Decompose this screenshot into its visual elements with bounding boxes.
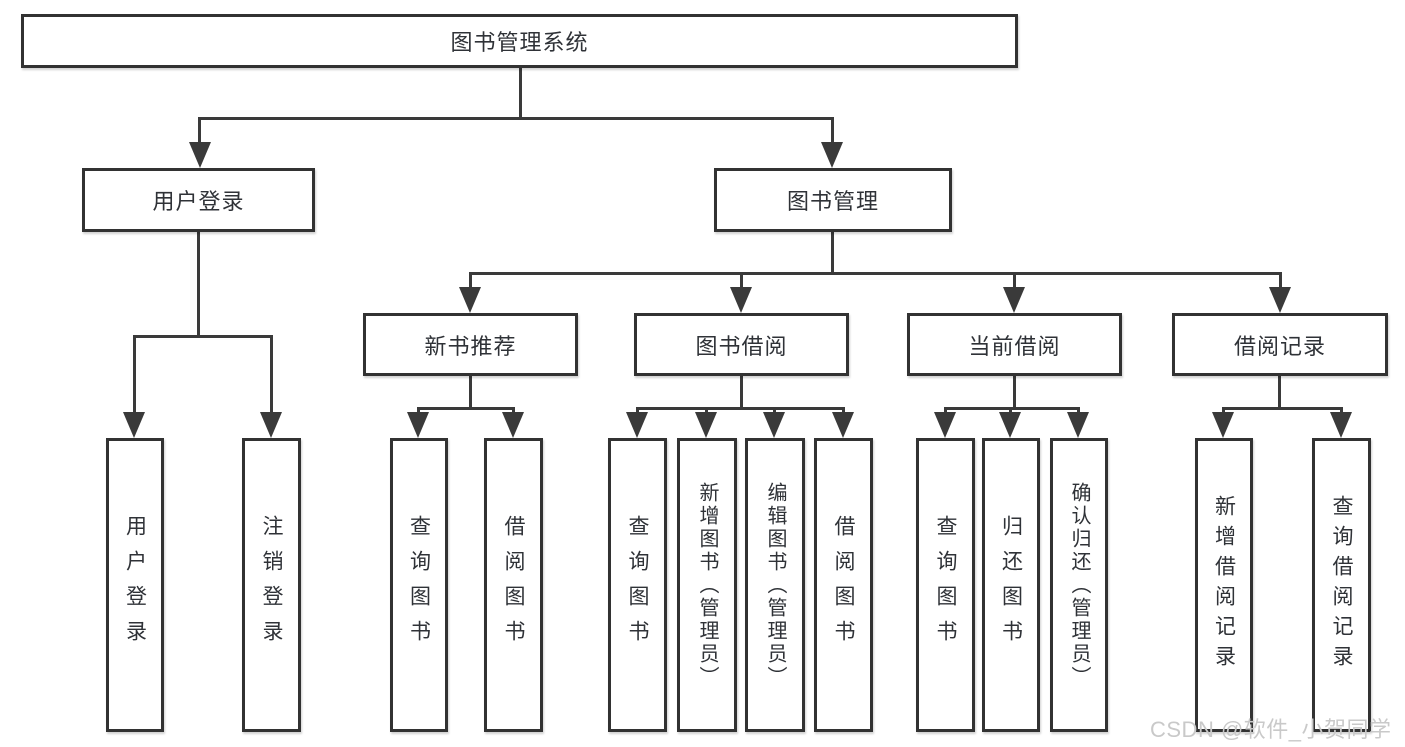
arrow-down-icon [502,412,524,438]
leaf-logout-label: 注销登录 [260,515,283,655]
node-book-borrowing-label: 图书借阅 [695,333,788,359]
connector-line [197,232,200,337]
leaf-edit-book-admin: 编辑图书（管理员） [745,438,805,732]
node-book-borrowing: 图书借阅 [634,313,849,376]
arrow-down-icon [407,412,429,438]
arrow-down-icon [1269,287,1291,313]
connector-line [512,407,515,416]
connector-line [133,335,273,338]
connector-line [417,407,515,410]
leaf-query-books-borrow: 查询图书 [608,438,667,732]
connector-line [469,376,472,409]
connector-line [705,407,708,416]
node-user-login: 用户登录 [82,168,315,232]
leaf-add-book-admin: 新增图书（管理员） [677,438,737,732]
arrow-down-icon [695,412,717,438]
connector-line [1009,407,1012,416]
connector-line [831,232,834,275]
node-new-book-recommendation-label: 新书推荐 [424,333,517,359]
arrow-down-icon [1003,287,1025,313]
arrow-down-icon [763,412,785,438]
connector-line [198,117,201,146]
leaf-edit-book-admin-label: 编辑图书（管理员） [764,481,786,689]
leaf-user-login: 用户登录 [106,438,164,732]
node-borrowing-records: 借阅记录 [1172,313,1388,376]
arrow-down-icon [189,142,211,168]
connector-line [1278,376,1281,409]
leaf-add-book-admin-label: 新增图书（管理员） [696,481,718,689]
node-book-management-label: 图书管理 [786,189,879,214]
leaf-query-books-borrow-label: 查询图书 [626,515,649,655]
node-book-management: 图书管理 [714,168,952,232]
connector-line [831,117,834,146]
connector-line [1340,407,1343,416]
node-current-borrowing-label: 当前借阅 [968,333,1061,359]
leaf-borrow-books-borrow: 借阅图书 [814,438,873,732]
leaf-borrow-books-recommend: 借阅图书 [484,438,543,732]
arrow-down-icon [821,142,843,168]
connector-line [469,272,472,290]
node-borrowing-records-label: 借阅记录 [1233,333,1326,359]
connector-line [1279,272,1282,290]
connector-line [944,407,947,416]
watermark: CSDN @软件_小贺同学 [1150,717,1392,742]
leaf-query-books-current: 查询图书 [916,438,975,732]
leaf-query-borrow-record-label: 查询借阅记录 [1330,495,1353,675]
arrow-down-icon [1212,412,1234,438]
arrow-down-icon [934,412,956,438]
connector-line [519,68,522,120]
node-current-borrowing: 当前借阅 [907,313,1122,376]
node-root-label: 图书管理系统 [450,30,589,55]
connector-line [1222,407,1225,416]
node-root: 图书管理系统 [21,14,1018,68]
connector-line [469,272,1282,275]
connector-line [636,407,639,416]
connector-line [1077,407,1080,416]
leaf-borrow-books-recommend-label: 借阅图书 [502,515,525,655]
connector-line [1222,407,1342,410]
leaf-add-borrow-record-label: 新增借阅记录 [1212,495,1236,675]
node-new-book-recommendation: 新书推荐 [363,313,578,376]
leaf-query-books-recommend-label: 查询图书 [407,515,431,655]
leaf-query-borrow-record: 查询借阅记录 [1312,438,1371,732]
connector-line [1013,376,1016,409]
connector-line [636,407,844,410]
arrow-down-icon [1067,412,1089,438]
leaf-confirm-return-admin: 确认归还（管理员） [1050,438,1108,732]
leaf-logout: 注销登录 [242,438,301,732]
arrow-down-icon [459,287,481,313]
node-user-login-label: 用户登录 [152,189,245,214]
connector-line [1013,272,1016,290]
leaf-user-login-label: 用户登录 [123,515,147,655]
leaf-confirm-return-admin-label: 确认归还（管理员） [1068,481,1090,689]
connector-line [199,117,833,120]
arrow-down-icon [260,412,282,438]
arrow-down-icon [832,412,854,438]
connector-line [740,272,743,290]
connector-line [740,376,743,409]
arrow-down-icon [626,412,648,438]
connector-line [270,335,273,416]
arrow-down-icon [123,412,145,438]
leaf-add-borrow-record: 新增借阅记录 [1195,438,1253,732]
arrow-down-icon [730,287,752,313]
leaf-query-books-recommend: 查询图书 [390,438,448,732]
leaf-return-book: 归还图书 [982,438,1040,732]
arrow-down-icon [1330,412,1352,438]
leaf-return-book-label: 归还图书 [999,515,1023,655]
connector-line [133,335,136,416]
leaf-query-books-current-label: 查询图书 [934,515,957,655]
connector-line [773,407,776,416]
leaf-borrow-books-borrow-label: 借阅图书 [832,515,855,655]
connector-line [842,407,845,416]
connector-line [417,407,420,416]
arrow-down-icon [999,412,1021,438]
